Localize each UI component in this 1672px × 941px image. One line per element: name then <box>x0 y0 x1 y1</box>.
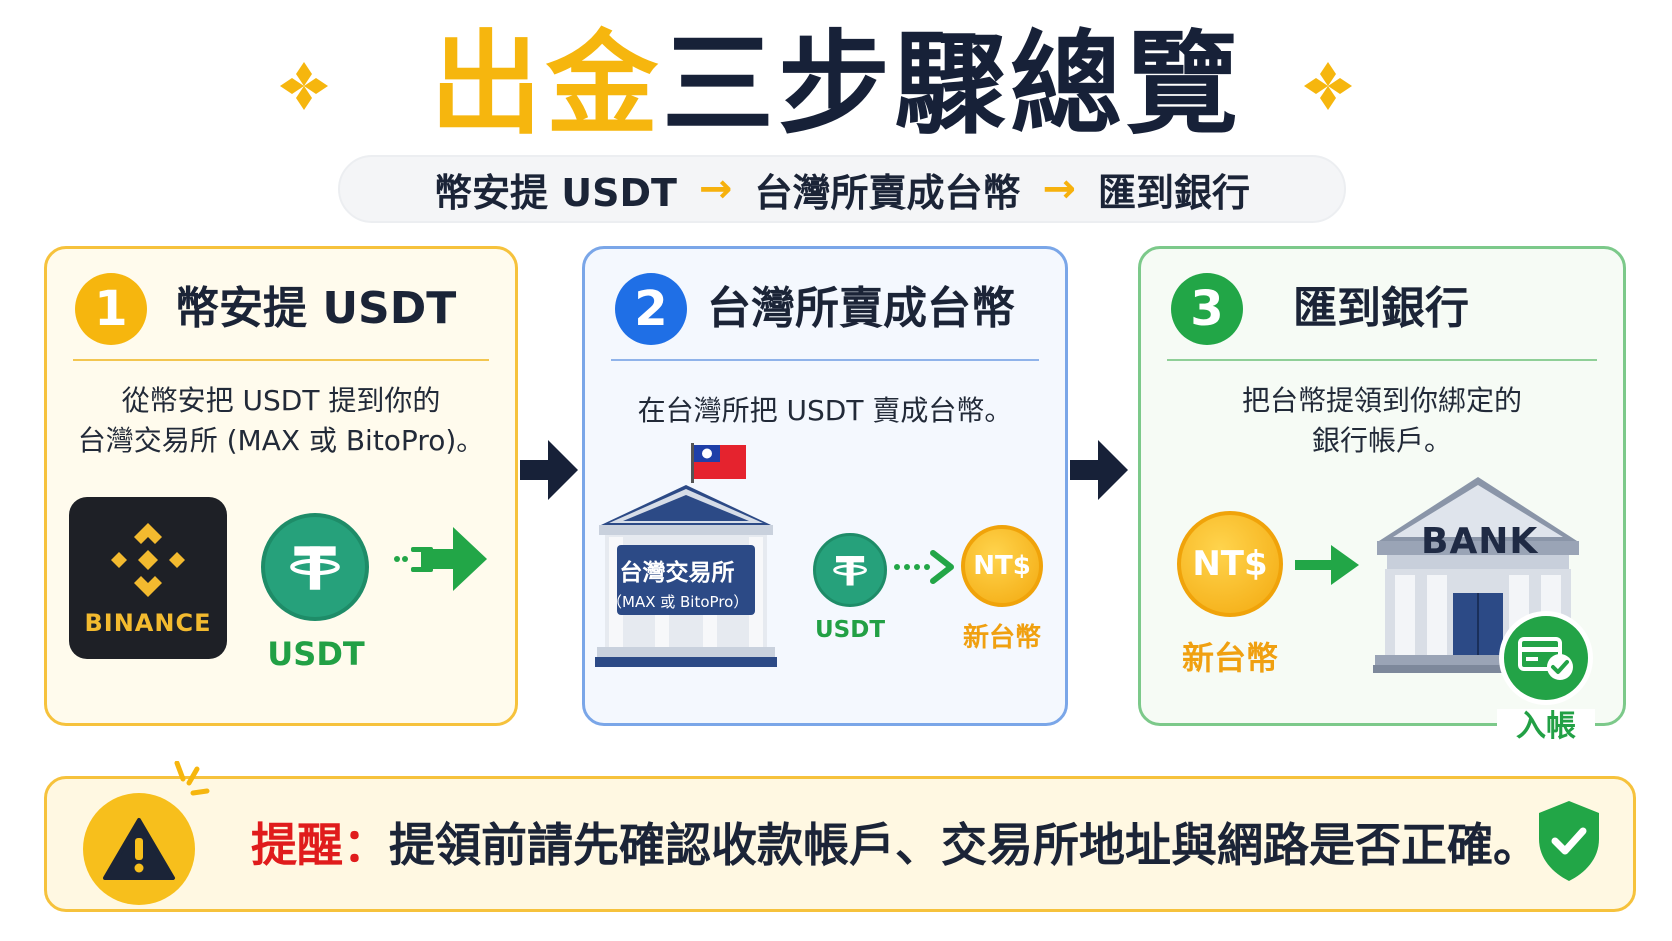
nt-coin-icon: NT$ <box>1177 511 1283 617</box>
step-description: 把台幣提領到你綁定的 銀行帳戶。 <box>1151 381 1613 461</box>
exchange-name: 台灣交易所 <box>619 560 735 586</box>
usdt-label: USDT <box>267 635 365 673</box>
nt-label: 新台幣 <box>962 623 1041 653</box>
step-card-1: 1 幣安提 USDT 從幣安把 USDT 提到你的 台灣交易所 (MAX 或 B… <box>44 246 518 726</box>
desc-line: 把台幣提領到你綁定的 <box>1241 384 1522 417</box>
step-description: 從幣安把 USDT 提到你的 台灣交易所 (MAX 或 BitoPro)。 <box>57 381 505 461</box>
desc-line: 從幣安把 USDT 提到你的 <box>121 384 441 417</box>
binance-wordmark: BINANCE <box>84 609 212 637</box>
divider <box>73 359 489 361</box>
step-number: 3 <box>1171 273 1243 345</box>
binance-logo-icon <box>111 523 185 597</box>
desc-line: 銀行帳戶。 <box>1311 424 1452 457</box>
step-title: 幣安提 USDT <box>175 283 457 334</box>
flow-step-2: 台灣所賣成台幣 <box>754 170 1021 215</box>
step-number: 1 <box>75 273 147 345</box>
step-card-3: 3 匯到銀行 把台幣提領到你綁定的 銀行帳戶。 NT$ 新台幣 BANK <box>1138 246 1626 745</box>
warning-text: 提領前請先確認收款帳戶、交易所地址與網路是否正確。 <box>389 818 1539 872</box>
usdt-label: USDT <box>814 617 886 643</box>
subtitle-flow: 幣安提 USDT → 台灣所賣成台幣 → 匯到銀行 <box>338 155 1346 223</box>
step-title: 台灣所賣成台幣 <box>707 283 1015 334</box>
step-description: 在台灣所把 USDT 賣成台幣。 <box>595 391 1055 431</box>
arrow-right-icon <box>394 527 487 591</box>
desc-line: 在台灣所把 USDT 賣成台幣。 <box>637 394 1013 427</box>
exchange-options: （MAX 或 BitoPro） <box>607 593 749 611</box>
shield-check-icon <box>1539 801 1599 881</box>
usdt-coin-icon <box>261 513 369 621</box>
page-title: 出金三步驟總覽 <box>0 20 1672 150</box>
bank-sign: BANK <box>1421 521 1539 562</box>
sparkle-icon <box>1304 62 1352 110</box>
bank-building-icon <box>1373 477 1583 673</box>
step-card-2: 2 台灣所賣成台幣 在台灣所把 USDT 賣成台幣。 台灣交易所 （MAX 或 … <box>582 246 1068 726</box>
flow-step-1: 幣安提 USDT <box>434 170 677 215</box>
sparkle-icon <box>280 62 328 110</box>
exchange-sign: 台灣交易所 （MAX 或 BitoPro） <box>607 553 749 612</box>
desc-line: 台灣交易所 (MAX 或 BitoPro)。 <box>77 424 485 457</box>
flow-arrow: → <box>698 166 733 212</box>
arrow-right-icon <box>894 550 954 584</box>
exchange-building-icon <box>595 443 777 667</box>
flow-arrow: → <box>1042 166 1076 212</box>
check-card-icon <box>1499 611 1593 705</box>
usdt-coin-icon <box>813 533 887 607</box>
step-title: 匯到銀行 <box>1293 283 1469 334</box>
binance-logo: BINANCE <box>69 497 227 659</box>
arrow-right-icon <box>1295 545 1359 585</box>
warning-message: 提醒：提領前請先確認收款帳戶、交易所地址與網路是否正確。 <box>251 809 1539 881</box>
credited-label: 入帳 <box>1497 709 1595 745</box>
divider <box>611 359 1039 361</box>
alert-burst-icon <box>174 761 210 796</box>
flow-step-3: 匯到銀行 <box>1097 170 1250 215</box>
step-number: 2 <box>615 273 687 345</box>
title-rest: 三步驟總覽 <box>662 20 1242 150</box>
nt-label: 新台幣 <box>1181 639 1278 677</box>
nt-coin-icon: NT$ <box>961 525 1043 607</box>
warning-label: 提醒： <box>251 818 389 872</box>
arrow-right-icon <box>520 440 578 500</box>
arrow-right-icon <box>1070 440 1128 500</box>
title-highlight: 出金 <box>430 20 662 150</box>
warning-banner: 提醒：提領前請先確認收款帳戶、交易所地址與網路是否正確。 <box>44 761 1636 912</box>
divider <box>1167 359 1597 361</box>
warning-icon <box>83 793 195 905</box>
